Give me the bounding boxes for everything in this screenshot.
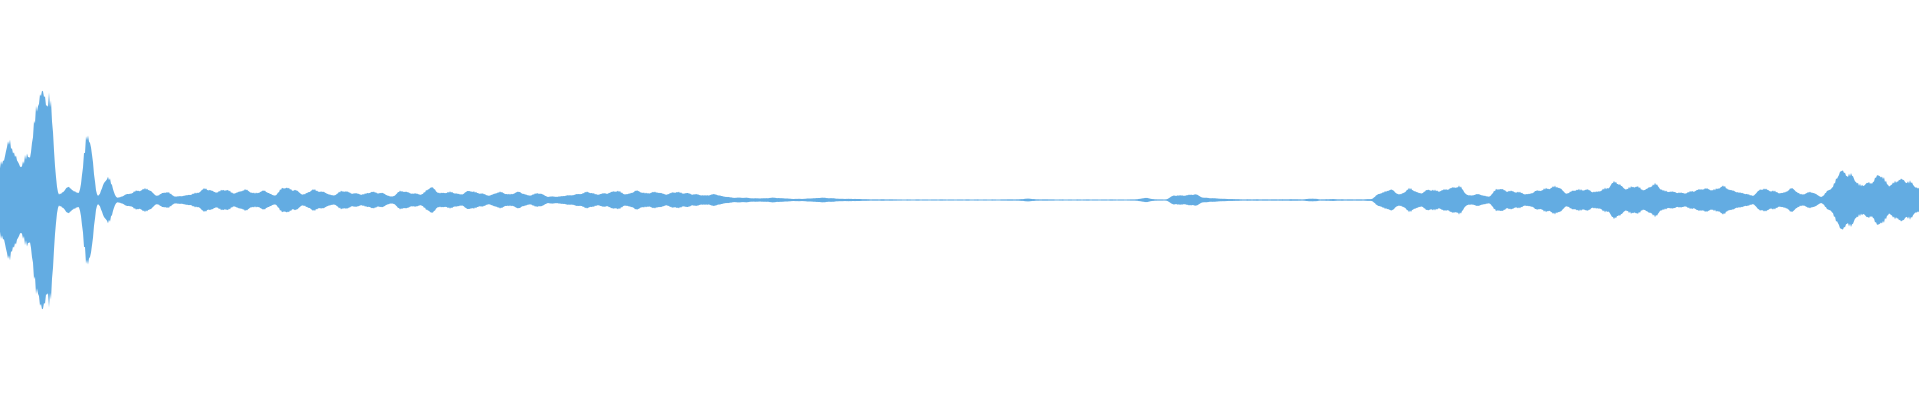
waveform-shape <box>0 90 1919 310</box>
